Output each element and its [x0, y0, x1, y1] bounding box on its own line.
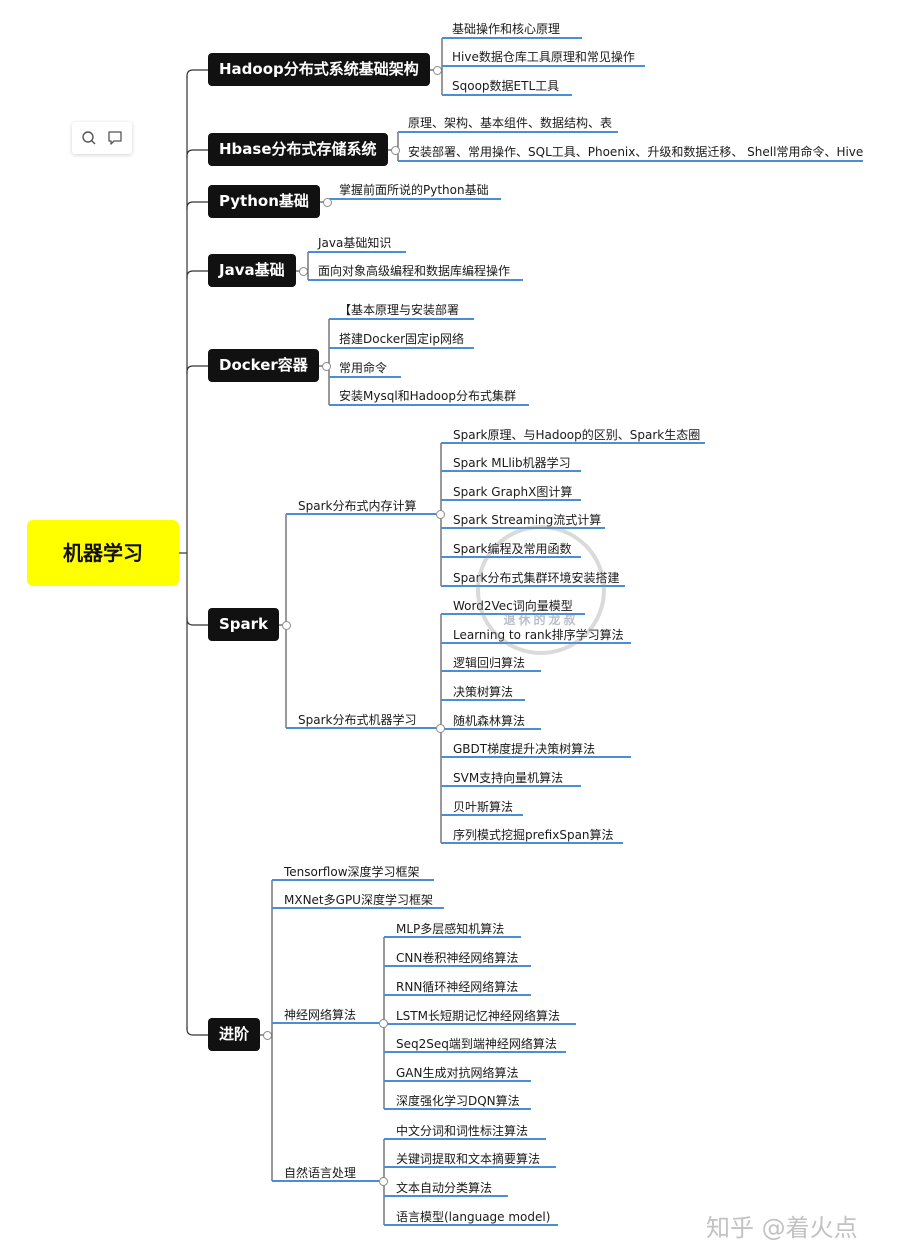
leaf-node[interactable]: 贝叶斯算法 [453, 800, 514, 814]
comment-icon[interactable] [107, 130, 123, 150]
leaf-node[interactable]: LSTM长短期记忆神经网络算法 [396, 1009, 560, 1023]
leaf-node[interactable]: 关键词提取和文本摘要算法 [396, 1152, 541, 1166]
leaf-node[interactable]: Java基础知识 [318, 236, 392, 250]
connector-curve [186, 365, 208, 374]
collapse-toggle-icon[interactable] [436, 510, 445, 519]
branch-node-hbase[interactable]: Hbase分布式存储系统 [208, 133, 388, 166]
leaf-node[interactable]: Seq2Seq端到端神经网络算法 [396, 1037, 557, 1051]
connector-curve [186, 270, 208, 279]
branch-node-spark[interactable]: Spark [208, 608, 280, 641]
branch-node-hadoop[interactable]: Hadoop分布式系统基础架构 [208, 53, 430, 86]
leaf-node[interactable]: 文本自动分类算法 [396, 1181, 493, 1195]
leaf-node[interactable]: 面向对象高级编程和数据库编程操作 [318, 264, 511, 278]
group-node[interactable]: Spark分布式机器学习 [298, 713, 417, 727]
leaf-node[interactable]: Hive数据仓库工具原理和常见操作 [452, 50, 635, 64]
branch-node-docker[interactable]: Docker容器 [208, 349, 319, 382]
leaf-node[interactable]: 掌握前面所说的Python基础 [339, 183, 489, 197]
branch-node-java[interactable]: Java基础 [208, 254, 296, 287]
collapse-toggle-icon[interactable] [433, 66, 442, 75]
root-node[interactable]: 机器学习 [27, 520, 179, 586]
leaf-node[interactable]: 原理、架构、基本组件、数据结构、表 [408, 116, 613, 130]
leaf-node[interactable]: 序列模式挖掘prefixSpan算法 [453, 828, 614, 842]
collapse-toggle-icon[interactable] [391, 146, 400, 155]
leaf-node[interactable]: 随机森林算法 [453, 714, 526, 728]
collapse-toggle-icon[interactable] [323, 198, 332, 207]
leaf-node[interactable]: 决策树算法 [453, 685, 514, 699]
leaf-node[interactable]: RNN循环神经网络算法 [396, 980, 519, 994]
group-node[interactable]: Tensorflow深度学习框架 [284, 865, 420, 879]
watermark: 知乎 @着火点 [706, 1214, 858, 1242]
leaf-node[interactable]: 语言模型(language model) [396, 1210, 551, 1224]
floating-toolbar [72, 122, 132, 154]
connector-curve [186, 1027, 208, 1036]
leaf-node[interactable]: CNN卷积神经网络算法 [396, 951, 519, 965]
group-node[interactable]: MXNet多GPU深度学习框架 [284, 893, 433, 907]
collapse-toggle-icon[interactable] [322, 362, 331, 371]
collapse-toggle-icon[interactable] [379, 1177, 388, 1186]
leaf-node[interactable]: GBDT梯度提升决策树算法 [453, 742, 596, 756]
connector-curve [186, 69, 208, 78]
group-node[interactable]: Spark分布式内存计算 [298, 499, 417, 513]
collapse-toggle-icon[interactable] [299, 267, 308, 276]
leaf-node[interactable]: Spark GraphX图计算 [453, 485, 573, 499]
search-icon[interactable] [81, 130, 97, 150]
group-node[interactable]: 神经网络算法 [284, 1008, 357, 1022]
collapse-toggle-icon[interactable] [436, 724, 445, 733]
leaf-node[interactable]: Sqoop数据ETL工具 [452, 79, 560, 93]
branch-node-advanced[interactable]: 进阶 [208, 1018, 261, 1051]
leaf-node[interactable]: 搭建Docker固定ip网络 [339, 332, 464, 346]
connector-curve [186, 617, 208, 626]
collapse-toggle-icon[interactable] [263, 1031, 272, 1040]
collapse-toggle-icon[interactable] [379, 1019, 388, 1028]
stamp-text: 退休的龙叔 [503, 613, 579, 627]
leaf-node[interactable]: MLP多层感知机算法 [396, 922, 505, 936]
leaf-node[interactable]: 中文分词和词性标注算法 [396, 1124, 529, 1138]
leaf-node[interactable]: GAN生成对抗网络算法 [396, 1066, 519, 1080]
leaf-node[interactable]: 逻辑回归算法 [453, 656, 526, 670]
leaf-node[interactable]: Spark MLlib机器学习 [453, 456, 571, 470]
leaf-node[interactable]: 基础操作和核心原理 [452, 22, 561, 36]
leaf-node[interactable]: Spark原理、与Hadoop的区别、Spark生态圈 [453, 428, 701, 442]
leaf-node[interactable]: 【基本原理与安装部署 [339, 303, 460, 317]
connector-curve [186, 149, 208, 158]
branch-node-python[interactable]: Python基础 [208, 185, 320, 218]
connector-curve [186, 201, 208, 210]
leaf-node[interactable]: 安装部署、常用操作、SQL工具、Phoenix、升级和数据迁移、 Shell常用… [408, 145, 864, 159]
group-node[interactable]: 自然语言处理 [284, 1166, 357, 1180]
leaf-node[interactable]: 安装Mysql和Hadoop分布式集群 [339, 389, 516, 403]
leaf-node[interactable]: 深度强化学习DQN算法 [396, 1094, 520, 1108]
leaf-node[interactable]: Spark Streaming流式计算 [453, 513, 602, 527]
collapse-toggle-icon[interactable] [282, 621, 291, 630]
leaf-node[interactable]: SVM支持向量机算法 [453, 771, 564, 785]
stamp-logo: 退休的龙叔 [476, 525, 606, 655]
leaf-node[interactable]: 常用命令 [339, 361, 388, 375]
